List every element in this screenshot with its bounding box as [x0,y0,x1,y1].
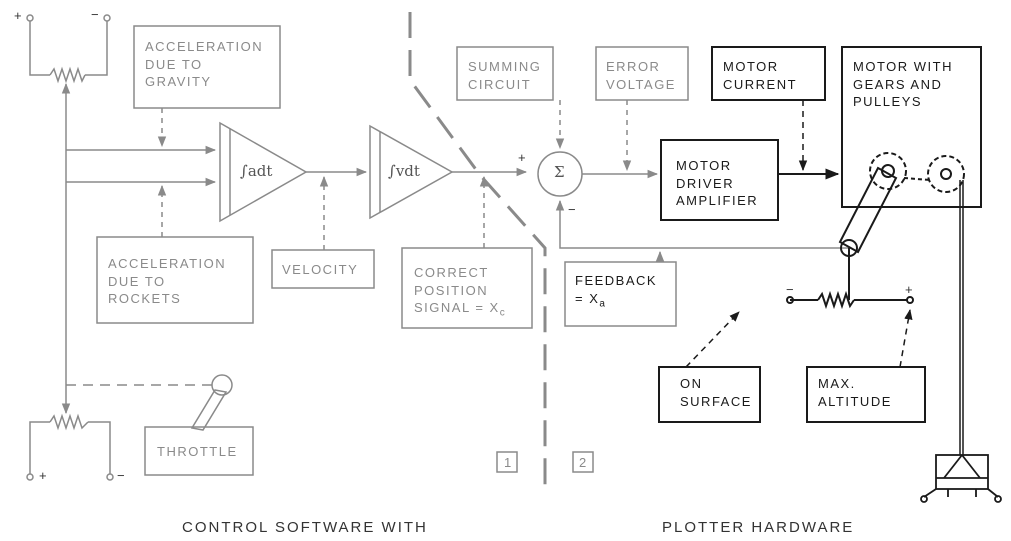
label-arrows [157,100,632,250]
feedback-label: FEEDBACK = Xa [575,273,658,310]
right-section-caption: PLOTTER HARDWARE [662,519,855,536]
info-boxes [96,25,689,476]
integrator-v-symbol: ∫vdt [388,162,420,180]
hardware-label-arrows [685,100,913,368]
sigma-symbol: Σ [554,163,565,181]
pot-minus: − [786,282,794,297]
top-potentiometer [26,14,217,182]
hardware-flow [778,168,914,310]
left-section-caption: CONTROL SOFTWARE WITH [182,519,428,536]
position-subscript: c [499,307,507,319]
pot-plus: + [905,282,913,297]
bottom-right-minus: − [117,468,125,483]
hardware-boxes [658,46,982,423]
top-right-minus: − [91,7,99,22]
rockets-box [96,236,254,324]
summing-circuit-label: SUMMING CIRCUIT [468,59,542,92]
section-two-number: 2 [579,455,587,470]
on-surface-label: ON SURFACE [680,376,752,409]
motor-driver-box [660,139,779,221]
motor-gears-box [841,46,982,208]
velocity-box [271,249,375,289]
gravity-box [133,25,281,109]
section-one-number: 1 [504,455,512,470]
motor-current-label: MOTOR CURRENT [723,59,798,92]
summing-box [456,46,554,101]
accel-gravity-label: ACCELERATION DUE TO GRAVITY [145,39,264,90]
section-two-box [572,451,594,473]
velocity-label: VELOCITY [282,262,359,277]
position-box [401,247,533,329]
throttle-lever [190,374,233,431]
integrators [219,121,454,223]
position-signal-text: SIGNAL = X [414,300,500,316]
feedback-signal-text: = X [575,290,600,306]
bottom-potentiometer [26,177,217,481]
error-box [595,46,689,101]
motor-gears-label: MOTOR WITH GEARS AND PULLEYS [853,59,953,110]
summing-minus: − [568,202,576,217]
signal-flow [306,151,849,262]
motor-current-box [711,46,826,101]
bottom-left-plus: + [39,468,47,483]
pen-holder [920,454,1002,503]
throttle-label: THROTTLE [157,444,238,459]
integrator-a-symbol: ∫adt [240,162,273,180]
max-altitude-label: MAX. ALTITUDE [818,376,892,409]
max-altitude-box [806,366,926,423]
throttle-box [144,426,254,476]
top-left-plus: + [14,8,22,23]
motor-mechanism [838,152,965,455]
section-one-box [496,451,518,473]
motor-driver-label: MOTOR DRIVER AMPLIFIER [676,158,759,209]
accel-rockets-label: ACCELERATION DUE TO ROCKETS [108,256,227,307]
correct-position-label: CORRECT POSITION SIGNAL = Xc [414,265,507,319]
error-voltage-label: ERROR VOLTAGE [606,59,676,92]
section-divider [408,12,547,495]
on-surface-box [658,366,761,423]
summing-plus: + [518,150,526,165]
feedback-subscript: a [599,298,607,310]
feedback-box [564,261,677,327]
